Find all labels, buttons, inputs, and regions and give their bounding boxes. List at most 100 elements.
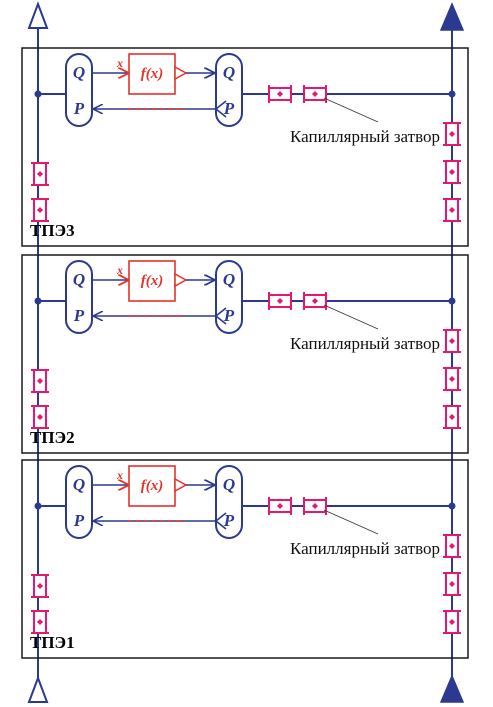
return-valve-icon bbox=[443, 534, 461, 558]
port-capsule bbox=[65, 53, 93, 127]
valve-diamond bbox=[449, 338, 455, 344]
capillary-valve-icon bbox=[303, 85, 327, 103]
function-output-triangle bbox=[174, 477, 188, 493]
x-input-label: x bbox=[116, 56, 123, 70]
supply-valve-icon bbox=[31, 162, 49, 186]
x-input-label: x bbox=[116, 468, 123, 482]
supply-valve-icon bbox=[31, 369, 49, 393]
valve-diamond bbox=[277, 91, 283, 97]
port-p-label: P bbox=[73, 306, 85, 325]
capillary-valve-icon bbox=[268, 497, 292, 515]
supply-valve-icon bbox=[31, 610, 49, 634]
capillary-valve-icon bbox=[268, 85, 292, 103]
function-output-triangle bbox=[174, 65, 188, 81]
valve-diamond bbox=[312, 503, 318, 509]
valve-diamond bbox=[449, 581, 455, 587]
function-box bbox=[128, 260, 176, 302]
port-capsule bbox=[65, 465, 93, 539]
block-frame bbox=[21, 254, 469, 454]
valve-diamond bbox=[449, 376, 455, 382]
capillary-label: Капиллярный затвор bbox=[290, 127, 440, 146]
right-port-capsule: QP bbox=[215, 465, 243, 539]
port-p-label: P bbox=[223, 99, 235, 118]
valve-diamond bbox=[277, 503, 283, 509]
valve-diamond bbox=[37, 583, 43, 589]
capillary-valve-icon bbox=[268, 292, 292, 310]
block-frame bbox=[21, 47, 469, 247]
right-junction-dot bbox=[448, 90, 456, 98]
capillary-label: Капиллярный затвор bbox=[290, 334, 440, 353]
port-capsule bbox=[215, 465, 243, 539]
port-q-label: Q bbox=[73, 63, 85, 82]
port-p-label: P bbox=[73, 511, 85, 530]
capillary-leader bbox=[323, 304, 379, 330]
outlet-bottom-filled-triangle-icon bbox=[439, 674, 465, 703]
function-label: f(x) bbox=[141, 66, 164, 82]
port-capsule bbox=[65, 260, 93, 334]
valve-diamond bbox=[37, 378, 43, 384]
block-label: ТПЭ3 bbox=[30, 221, 75, 240]
block-label: ТПЭ2 bbox=[30, 428, 75, 447]
port-p-label: P bbox=[223, 511, 235, 530]
capillary-leader bbox=[323, 509, 379, 535]
right-junction-dot bbox=[448, 297, 456, 305]
port-p-label: P bbox=[73, 99, 85, 118]
p-feedback-tail bbox=[214, 512, 227, 530]
port-q-label: Q bbox=[73, 270, 85, 289]
valve-diamond bbox=[277, 298, 283, 304]
valve-diamond bbox=[449, 414, 455, 420]
port-q-label: Q bbox=[73, 475, 85, 494]
supply-valve-icon bbox=[31, 574, 49, 598]
valve-diamond bbox=[312, 91, 318, 97]
valve-diamond bbox=[449, 207, 455, 213]
port-p-label: P bbox=[223, 306, 235, 325]
port-q-label: Q bbox=[223, 63, 235, 82]
function-label: f(x) bbox=[141, 478, 164, 494]
valve-diamond bbox=[449, 169, 455, 175]
return-valve-icon bbox=[443, 572, 461, 596]
return-valve-icon bbox=[443, 122, 461, 146]
return-valve-icon bbox=[443, 367, 461, 391]
function-label: f(x) bbox=[141, 273, 164, 289]
x-input-label: x bbox=[116, 263, 123, 277]
return-valve-icon bbox=[443, 405, 461, 429]
port-q-label: Q bbox=[223, 270, 235, 289]
supply-valve-icon bbox=[31, 405, 49, 429]
port-capsule bbox=[215, 53, 243, 127]
return-valve-icon bbox=[443, 610, 461, 634]
return-valve-icon bbox=[443, 329, 461, 353]
right-junction-dot bbox=[448, 502, 456, 510]
left-port-capsule: QP bbox=[65, 260, 93, 334]
inlet-top-hollow-triangle-icon bbox=[27, 1, 49, 29]
valve-diamond bbox=[37, 414, 43, 420]
return-valve-icon bbox=[443, 198, 461, 222]
block-label: ТПЭ1 bbox=[30, 633, 75, 652]
valve-diamond bbox=[312, 298, 318, 304]
left-port-capsule: QP bbox=[65, 465, 93, 539]
function-box bbox=[128, 465, 176, 507]
right-port-capsule: QP bbox=[215, 260, 243, 334]
valve-diamond bbox=[37, 619, 43, 625]
valve-diamond bbox=[37, 171, 43, 177]
outlet-top-filled-triangle-icon bbox=[439, 2, 465, 31]
port-q-label: Q bbox=[223, 475, 235, 494]
valve-diamond bbox=[449, 543, 455, 549]
left-port-capsule: QP bbox=[65, 53, 93, 127]
valve-diamond bbox=[449, 131, 455, 137]
valve-diamond bbox=[37, 207, 43, 213]
capillary-label: Капиллярный затвор bbox=[290, 539, 440, 558]
inlet-bottom-hollow-triangle-icon bbox=[27, 675, 49, 703]
capillary-valve-icon bbox=[303, 497, 327, 515]
right-port-capsule: QP bbox=[215, 53, 243, 127]
block-frame bbox=[21, 459, 469, 659]
return-valve-icon bbox=[443, 160, 461, 184]
capillary-valve-icon bbox=[303, 292, 327, 310]
valve-diamond bbox=[449, 619, 455, 625]
p-feedback-tail bbox=[214, 307, 227, 325]
p-feedback-tail bbox=[214, 100, 227, 118]
